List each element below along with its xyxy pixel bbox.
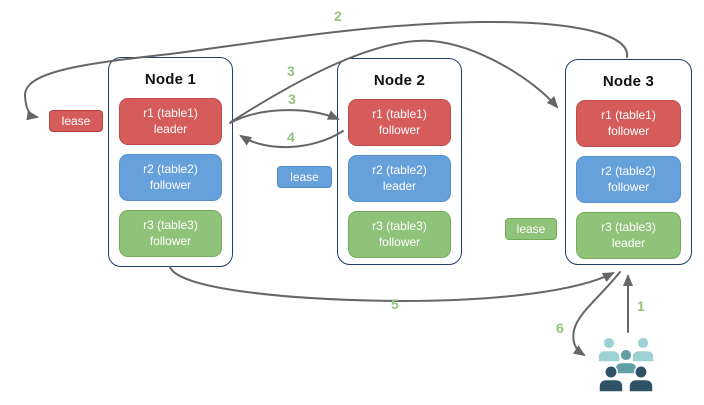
replica-role: leader <box>153 121 188 136</box>
replica-name: r1 (table1) <box>372 107 427 122</box>
replica-role: follower <box>378 122 421 137</box>
node2-replica-r2: r2 (table2) leader <box>348 155 451 202</box>
node2-replica-r3: r3 (table3) follower <box>348 211 451 258</box>
step-label-3-lower: 3 <box>288 91 296 107</box>
node1-replica-r1: r1 (table1) leader <box>119 98 222 145</box>
node1-replica-r3: r3 (table3) follower <box>119 210 222 257</box>
replica-name: r1 (table1) <box>143 106 198 121</box>
replica-role: follower <box>149 233 192 248</box>
step-label-6: 6 <box>556 320 564 336</box>
step-label-3-upper: 3 <box>287 63 295 79</box>
replica-role: follower <box>149 177 192 192</box>
replica-role: follower <box>607 179 650 194</box>
node-1-title: Node 1 <box>144 71 197 88</box>
replica-name: r2 (table2) <box>372 163 427 178</box>
replica-name: r1 (table1) <box>601 108 656 123</box>
node2-replica-r1: r1 (table1) follower <box>348 99 451 146</box>
replica-role: leader <box>382 178 417 193</box>
node3-replica-r1: r1 (table1) follower <box>576 100 681 147</box>
node-2-title: Node 2 <box>373 72 426 89</box>
replica-name: r3 (table3) <box>372 219 427 234</box>
replica-role: follower <box>378 234 421 249</box>
users-front-row <box>598 365 654 393</box>
arrow-step-3-node1-to-node2 <box>229 109 340 124</box>
arrow-step-6-node3-to-users <box>572 271 621 357</box>
step-label-2: 2 <box>334 8 342 24</box>
node-3-title: Node 3 <box>602 73 655 90</box>
lease-badge-blue: lease <box>277 166 332 188</box>
replica-role: leader <box>611 235 646 250</box>
replica-name: r3 (table3) <box>601 220 656 235</box>
node-3: Node 3 r1 (table1) follower r2 (table2) … <box>565 59 692 265</box>
users-middle-person <box>614 348 638 375</box>
replica-name: r2 (table2) <box>601 164 656 179</box>
replica-role: follower <box>607 123 650 138</box>
node3-replica-r2: r2 (table2) follower <box>576 156 681 203</box>
lease-badge-red: lease <box>49 110 103 132</box>
node3-replica-r3: r3 (table3) leader <box>576 212 681 259</box>
node-1: Node 1 r1 (table1) leader r2 (table2) fo… <box>108 57 233 267</box>
users-back-row <box>597 336 655 363</box>
replica-name: r3 (table3) <box>143 218 198 233</box>
users-icon <box>597 336 655 393</box>
step-label-5: 5 <box>391 296 399 312</box>
node-2: Node 2 r1 (table1) follower r2 (table2) … <box>337 58 462 265</box>
step-label-4: 4 <box>287 129 295 145</box>
node1-replica-r2: r2 (table2) follower <box>119 154 222 201</box>
step-label-1: 1 <box>637 298 645 314</box>
lease-badge-green: lease <box>505 218 557 240</box>
replica-name: r2 (table2) <box>143 162 198 177</box>
